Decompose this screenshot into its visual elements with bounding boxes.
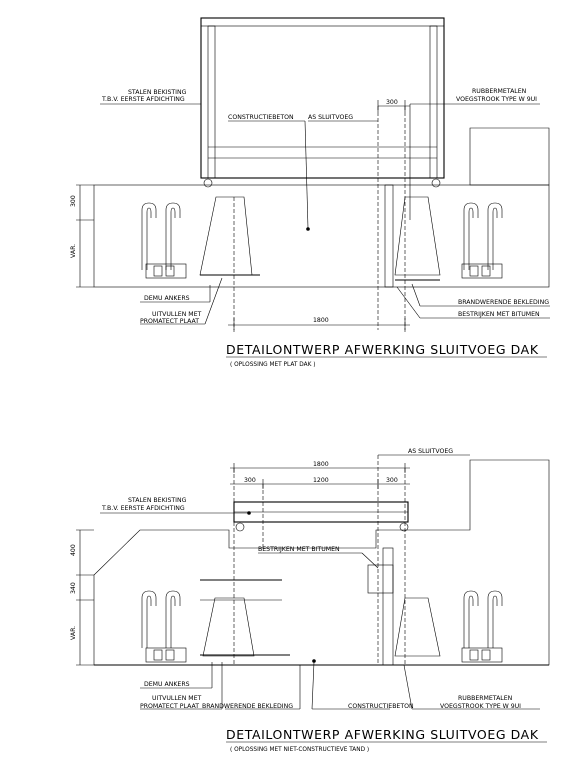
dim-1200: 1200 <box>313 477 329 484</box>
detail-2-title: DETAILONTWERP AFWERKING SLUITVOEG DAK <box>226 727 539 742</box>
detail-2: 1800 300 1200 300 400 340 VAR. <box>70 448 550 753</box>
label-rubbermetalen: RUBBERMETALEN <box>472 88 527 95</box>
slab-1 <box>93 127 550 288</box>
dim-300-left: 300 <box>244 477 256 484</box>
detail-1-subtitle: ( OPLOSSING MET PLAT DAK ) <box>230 362 316 368</box>
dim-300-top: 300 <box>386 99 398 106</box>
dim-300-vertical: 300 <box>70 195 77 207</box>
labels-1: STALEN BEKISTING T.B.V. EERSTE AFDICHTIN… <box>101 88 549 325</box>
label-brandwerende-bekleding: BRANDWERENDE BEKLEDING <box>458 299 549 306</box>
label-uitvullen-met: UITVULLEN MET <box>152 311 202 318</box>
label-bestrijken-met-bitumen: BESTRIJKEN MET BITUMEN <box>458 311 540 318</box>
leaders-2 <box>100 454 540 710</box>
label-stalen-bekisting: STALEN BEKISTING <box>128 89 187 96</box>
label-uitvullen-met-2: UITVULLEN MET <box>152 695 202 702</box>
dim-1800-top: 1800 <box>313 461 329 468</box>
label-as-sluitvoeg-2: AS SLUITVOEG <box>408 448 453 455</box>
label-constructiebeton: CONSTRUCTIEBETON <box>228 114 294 121</box>
label-tbv-eerste-afdichting: T.B.V. EERSTE AFDICHTING <box>101 96 185 103</box>
detail-2-subtitle: ( OPLOSSING MET NIET-CONSTRUCTIEVE TAND … <box>230 747 369 753</box>
label-tbv-eerste-afdichting-2: T.B.V. EERSTE AFDICHTING <box>101 505 185 512</box>
label-bestrijken-met-bitumen-2: BESTRIJKEN MET BITUMEN <box>258 546 340 553</box>
label-as-sluitvoeg: AS SLUITVOEG <box>308 114 353 121</box>
demu-anchors-right-2 <box>461 590 503 663</box>
dim-300-right: 300 <box>386 477 398 484</box>
dimensions-2: 1800 300 1200 300 400 340 VAR. <box>70 455 410 666</box>
label-voegstrook-type-2: VOEGSTROOK TYPE W 9UI <box>440 703 521 710</box>
steel-formwork-1 <box>200 17 445 188</box>
dim-var-vertical-2: VAR. <box>70 626 77 640</box>
labels-2: AS SLUITVOEG STALEN BEKISTING T.B.V. EER… <box>101 448 521 710</box>
label-voegstrook-type: VOEGSTROOK TYPE W 9UI <box>456 96 537 103</box>
dim-1800: 1800 <box>313 317 329 324</box>
label-promatect-plaat-2: PROMATECT PLAAT <box>140 703 199 710</box>
steel-formwork-2 <box>233 501 409 532</box>
label-rubbermetalen-2: RUBBERMETALEN <box>458 695 513 702</box>
demu-anchors-left-2 <box>141 590 187 663</box>
slab-2 <box>93 459 550 666</box>
demu-anchors-right-1 <box>461 202 503 279</box>
label-promatect-plaat: PROMATECT PLAAT <box>140 318 199 325</box>
detail-1-title: DETAILONTWERP AFWERKING SLUITVOEG DAK <box>226 342 539 357</box>
demu-anchors-left-1 <box>141 202 187 279</box>
dim-400-vertical: 400 <box>70 544 77 556</box>
label-demu-ankers: DEMU ANKERS <box>144 295 190 302</box>
detail-1: 300 VAR. 300 1800 <box>70 17 550 368</box>
dim-340-vertical: 340 <box>70 582 77 594</box>
label-stalen-bekisting-2: STALEN BEKISTING <box>128 497 187 504</box>
leaders-1 <box>100 103 550 325</box>
label-brandwerende-bekleding-2: BRANDWERENDE BEKLEDING <box>202 703 293 710</box>
dimensions-1: 300 VAR. 300 1800 <box>70 99 410 332</box>
label-demu-ankers-2: DEMU ANKERS <box>144 681 190 688</box>
dim-var-vertical: VAR. <box>70 244 77 258</box>
label-constructiebeton-2: CONSTRUCTIEBETON <box>348 703 414 710</box>
